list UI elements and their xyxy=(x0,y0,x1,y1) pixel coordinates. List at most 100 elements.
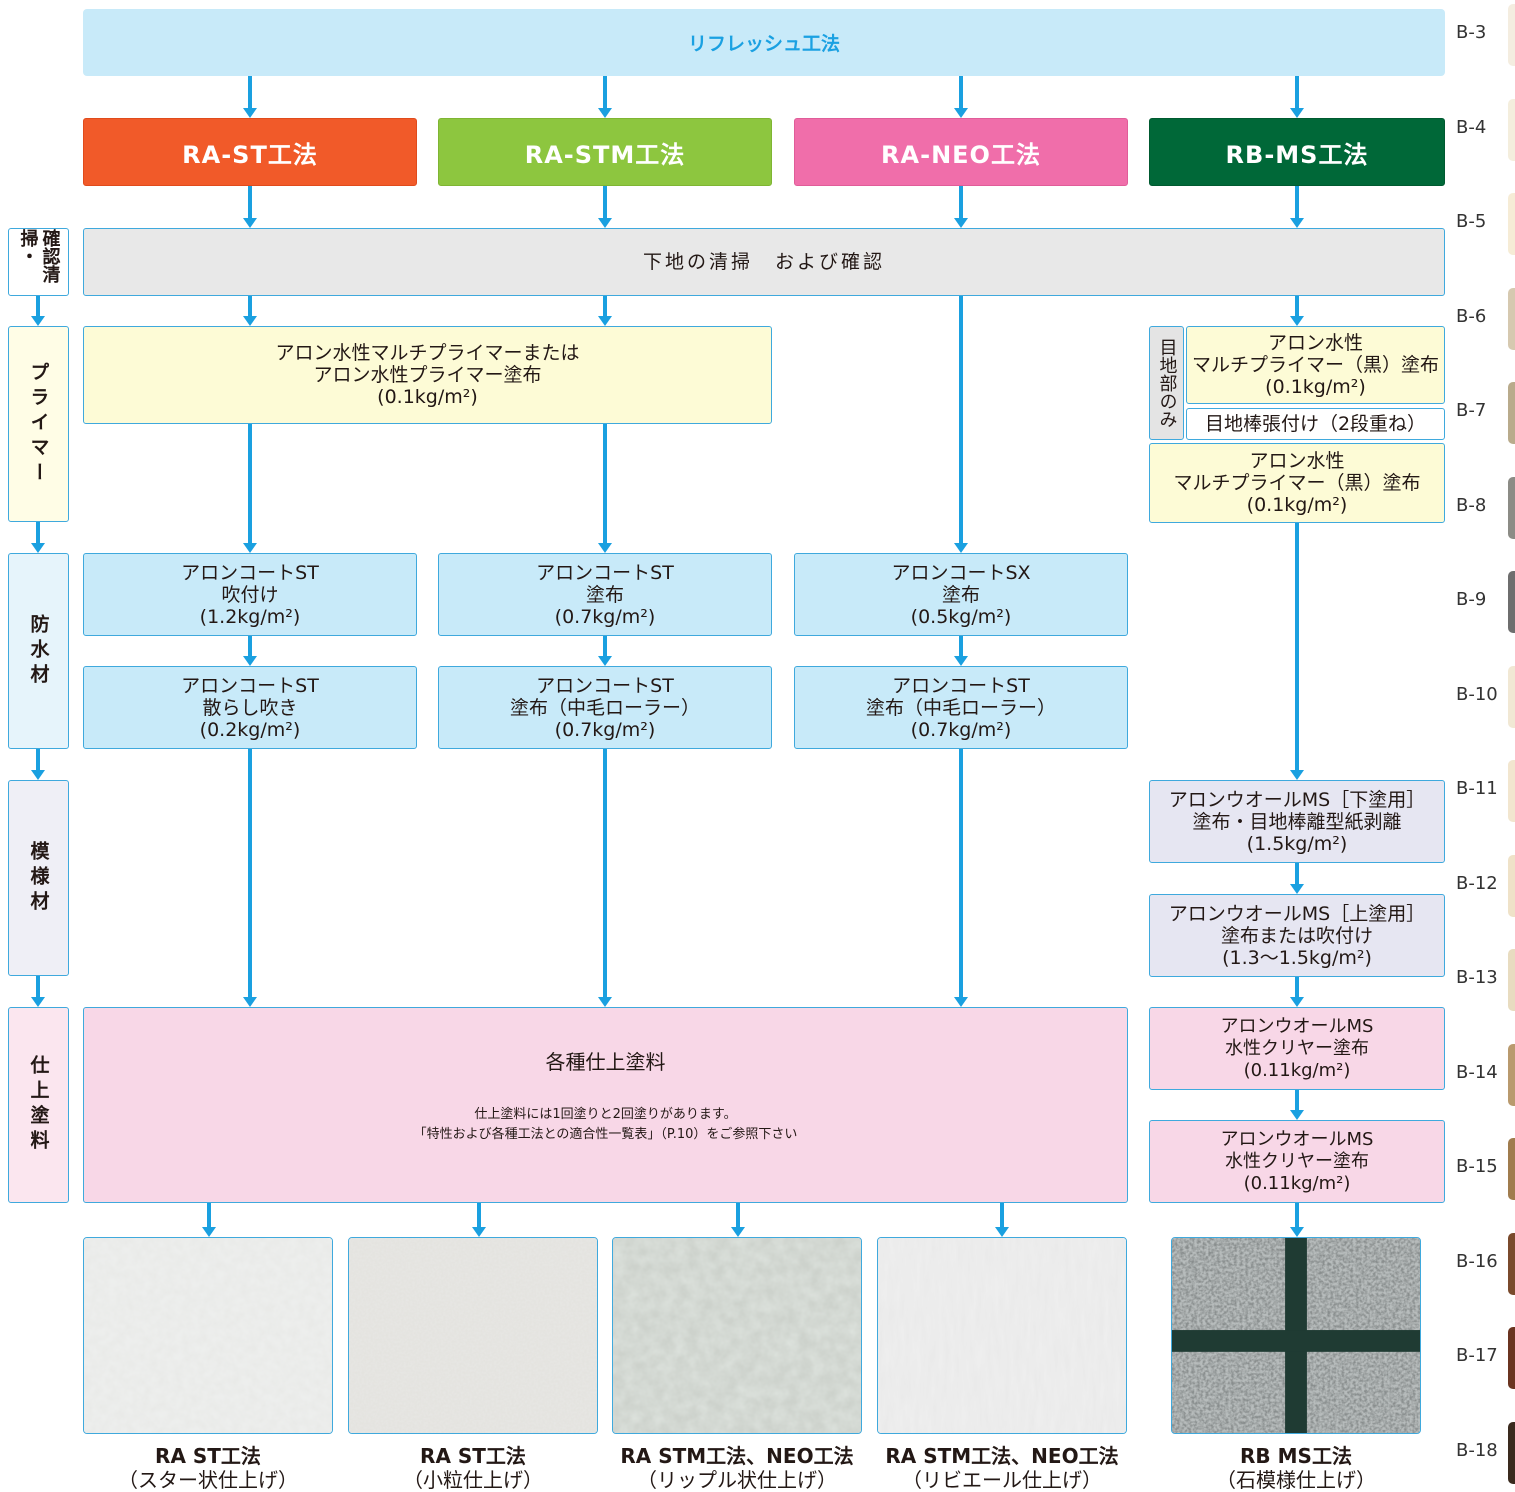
waterproof-box-st-scatter: アロンコートST 散らし吹き (0.2kg/m²) xyxy=(83,666,417,749)
finish-photo-star xyxy=(83,1237,333,1434)
method-ra-st: RA-ST工法 xyxy=(83,118,417,186)
rb-pattern-2: アロンウオールMS［上塗用］ 塗布または吹付け (1.3〜1.5kg/m²) xyxy=(1149,894,1445,977)
rb-joint-box: 目地棒張付け（2段重ね） xyxy=(1186,408,1445,440)
waterproof-box-sx-coat: アロンコートSX 塗布 (0.5kg/m²) xyxy=(794,553,1128,636)
page-label: B-14 xyxy=(1456,1061,1498,1083)
method-label: RB-MS工法 xyxy=(1225,140,1369,169)
photo-caption: RA ST工法 （小粒仕上げ） xyxy=(403,1444,543,1492)
method-label: RA-ST工法 xyxy=(182,140,318,169)
page-label: B-6 xyxy=(1456,305,1487,327)
flow-arrow xyxy=(1289,186,1305,228)
flow-arrow xyxy=(242,186,258,228)
finish-photo-small-grain xyxy=(348,1237,598,1434)
photo-caption: RA STM工法、NEO工法 （リビエール仕上げ） xyxy=(885,1444,1119,1492)
flow-arrow xyxy=(1289,977,1305,1007)
page-label: B-16 xyxy=(1456,1250,1498,1272)
page-label: B-4 xyxy=(1456,116,1487,138)
flow-arrow xyxy=(953,76,969,118)
finish-box: 各種仕上塗料 仕上塗料には1回塗りと2回塗りがあります。 「特性および各種工法と… xyxy=(83,1007,1128,1203)
method-label: RA-STM工法 xyxy=(524,140,686,169)
flow-arrow xyxy=(1289,76,1305,118)
flow-arrow xyxy=(953,749,969,1007)
flow-arrow xyxy=(1289,523,1305,780)
cleaning-box: 下地の清掃 および確認 xyxy=(83,228,1445,296)
flow-arrow xyxy=(1289,1203,1305,1237)
page-tab xyxy=(1508,98,1515,161)
finish-title: 各種仕上塗料 xyxy=(545,1049,666,1074)
flow-arrow xyxy=(597,186,613,228)
waterproof-box-st-spray: アロンコートST 吹付け (1.2kg/m²) xyxy=(83,553,417,636)
finish-photo-ripple xyxy=(612,1237,862,1434)
page-tab xyxy=(1508,571,1515,633)
method-ra-neo: RA-NEO工法 xyxy=(794,118,1128,186)
flow-arrow xyxy=(597,636,613,666)
primer-box: アロン水性マルチプライマーまたは アロン水性プライマー塗布 (0.1kg/m²) xyxy=(83,326,772,424)
flow-arrow xyxy=(1289,1090,1305,1120)
page-label: B-11 xyxy=(1456,778,1498,799)
flow-arrow xyxy=(597,749,613,1007)
photo-caption: RB MS工法 （石模様仕上げ） xyxy=(1216,1444,1376,1492)
flow-arrow xyxy=(730,1203,746,1237)
title-bar: リフレッシュ工法 xyxy=(83,9,1445,76)
flow-arrow xyxy=(597,424,613,553)
step-waterproof-label: 防水材 xyxy=(8,553,69,749)
page-tab xyxy=(1508,4,1515,66)
page-label: B-5 xyxy=(1456,211,1487,232)
finish-photo-stone xyxy=(1171,1237,1421,1434)
finish-note: 仕上塗料には1回塗りと2回塗りがあります。 xyxy=(474,1106,737,1122)
page-tab xyxy=(1508,949,1515,1011)
flow-arrow xyxy=(242,749,258,1007)
page-label: B-17 xyxy=(1456,1345,1498,1366)
page-label: B-12 xyxy=(1456,872,1498,894)
finish-photo-riviere xyxy=(877,1237,1127,1434)
page-label: B-18 xyxy=(1456,1439,1498,1461)
flow-arrow xyxy=(30,522,46,553)
page-tab xyxy=(1508,287,1515,350)
page-tab xyxy=(1508,193,1515,255)
flow-arrow xyxy=(201,1203,217,1237)
flow-arrow xyxy=(994,1203,1010,1237)
page-label: B-8 xyxy=(1456,494,1487,516)
flow-arrow xyxy=(597,76,613,118)
rb-primer-1: アロン水性 マルチプライマー（黒）塗布 (0.1kg/m²) xyxy=(1186,326,1445,404)
page-tab xyxy=(1508,1138,1515,1200)
step-finish-label: 仕上塗料 xyxy=(8,1007,69,1203)
step-pattern-label: 模様材 xyxy=(8,780,69,976)
step-primer-label: プライマー xyxy=(8,326,69,522)
flow-arrow xyxy=(953,186,969,228)
flow-arrow xyxy=(30,976,46,1007)
method-ra-stm: RA-STM工法 xyxy=(438,118,772,186)
page-label: B-15 xyxy=(1456,1156,1498,1177)
waterproof-box-st-roller-stm: アロンコートST 塗布（中毛ローラー） (0.7kg/m²) xyxy=(438,666,772,749)
flow-arrow xyxy=(597,296,613,326)
page-label: B-3 xyxy=(1456,22,1487,43)
flow-arrow xyxy=(953,636,969,666)
flow-arrow xyxy=(242,76,258,118)
joint-only-label: 目地部のみ xyxy=(1149,326,1184,440)
flow-arrow xyxy=(242,296,258,326)
waterproof-box-st-coat: アロンコートST 塗布 (0.7kg/m²) xyxy=(438,553,772,636)
method-label: RA-NEO工法 xyxy=(881,140,1041,169)
waterproof-box-st-roller-neo: アロンコートST 塗布（中毛ローラー） (0.7kg/m²) xyxy=(794,666,1128,749)
flow-arrow xyxy=(30,749,46,780)
rb-primer-2: アロン水性 マルチプライマー（黒）塗布 (0.1kg/m²) xyxy=(1149,443,1445,523)
flow-arrow xyxy=(1289,296,1305,326)
photo-caption: RA ST工法 （スター状仕上げ） xyxy=(118,1444,298,1492)
page-tab xyxy=(1508,1327,1515,1389)
step-cleaning-label: 確認清掃・ xyxy=(8,228,69,296)
title-text: リフレッシュ工法 xyxy=(687,33,840,55)
flow-arrow xyxy=(471,1203,487,1237)
page-tab xyxy=(1508,382,1515,444)
page-tab xyxy=(1508,854,1515,917)
flow-arrow xyxy=(242,424,258,553)
rb-pattern-1: アロンウオールMS［下塗用］ 塗布・目地棒離型紙剥離 (1.5kg/m²) xyxy=(1149,780,1445,863)
page-tab xyxy=(1508,476,1515,539)
page-tab xyxy=(1508,760,1515,822)
flow-arrow xyxy=(1289,863,1305,894)
page-tab xyxy=(1508,665,1515,728)
rb-finish-2: アロンウオールMS 水性クリヤー塗布 (0.11kg/m²) xyxy=(1149,1120,1445,1203)
finish-note: 「特性および各種工法との適合性一覧表」（P.10）をご参照下さい xyxy=(413,1126,798,1142)
photo-caption: RA STM工法、NEO工法 （リップル状仕上げ） xyxy=(620,1444,854,1492)
flow-arrow xyxy=(242,636,258,666)
page-tab xyxy=(1508,1232,1515,1295)
